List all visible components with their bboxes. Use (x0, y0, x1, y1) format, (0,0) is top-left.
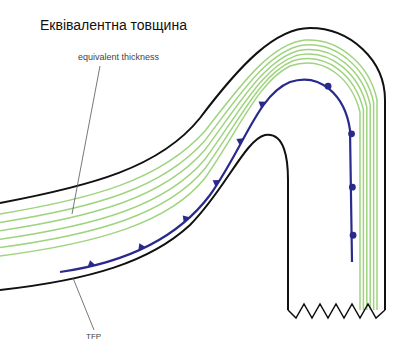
inner-bed-boundary (0, 135, 288, 310)
thickness-line (0, 59, 363, 310)
equivalent-thickness-lines (0, 40, 377, 310)
outer-bed-boundary (0, 28, 385, 310)
thickness-line (0, 50, 370, 310)
leader-label: equivalent thickness (78, 53, 159, 63)
thickness-line (0, 45, 374, 310)
break-line (288, 304, 385, 318)
thrust-tooth (259, 102, 266, 109)
leader-line (72, 66, 100, 214)
thrust-tooth (88, 260, 96, 267)
fault-teeth (88, 83, 357, 267)
thrust-tooth (213, 180, 220, 187)
title-label: Еквівалентна товщина (40, 18, 187, 33)
thickness-line (0, 40, 377, 310)
fault-dot (350, 232, 357, 239)
fault-dot (349, 184, 356, 191)
leader-line (73, 278, 94, 330)
thrust-tooth (183, 215, 190, 222)
thickness-line (0, 54, 367, 310)
thrust-tooth (138, 243, 145, 250)
thrust-tooth (236, 138, 243, 145)
thrust-fault-line (60, 80, 352, 272)
thickness-line (0, 63, 360, 310)
fault-dot (348, 130, 355, 137)
fault-dot (325, 83, 332, 90)
leader-label: TFP (86, 333, 101, 342)
